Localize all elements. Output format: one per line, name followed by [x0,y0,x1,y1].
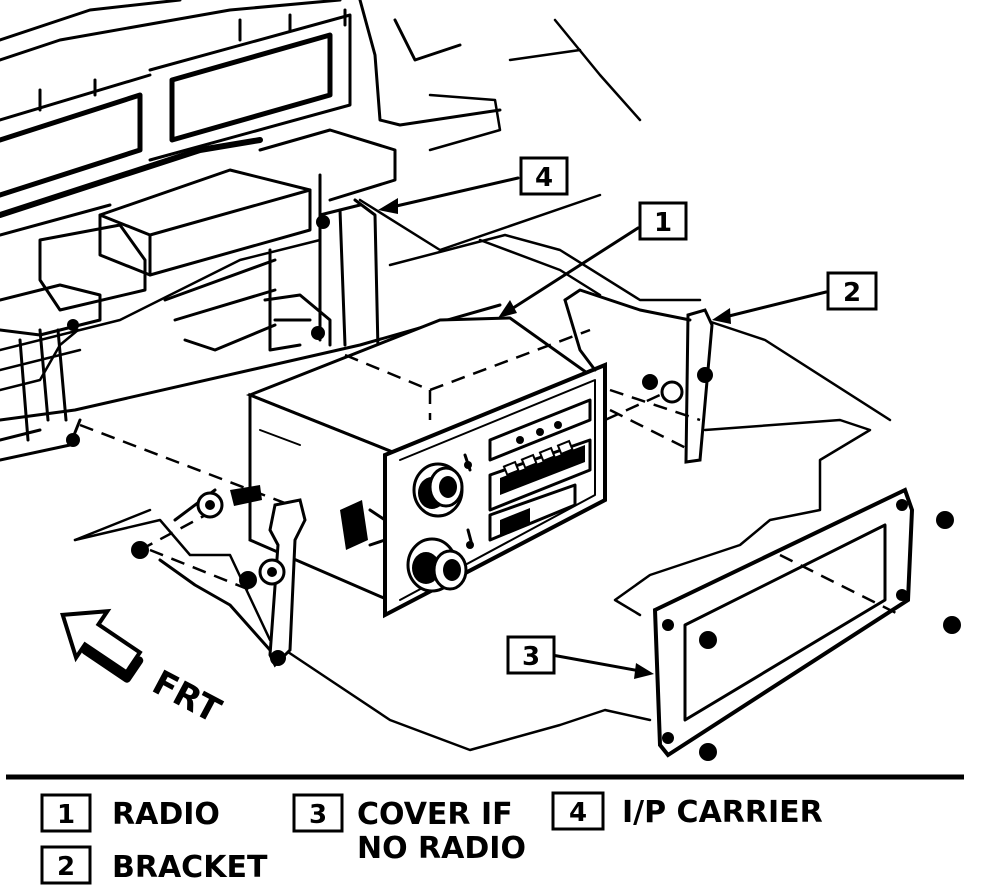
callout-number: 2 [843,278,861,308]
legend-number: 2 [57,852,75,882]
legend-label: I/P CARRIER [622,795,823,830]
callout-4: 4 [519,156,569,196]
screw-icon [699,631,717,649]
legend-label: BRACKET [112,850,268,885]
legend-label: COVER IF [357,797,513,832]
screw-icon [131,541,149,559]
callout-number: 3 [522,642,540,672]
cover-plate [652,487,961,761]
tuning-knob-icon [406,537,468,593]
legend-item-radio: 1 RADIO [40,793,220,833]
radio-unit [245,316,607,619]
legend-number: 1 [57,800,75,830]
callout-1: 1 [638,201,688,241]
screw-icon [270,650,286,666]
legend-item-cover: 3 COVER IF NO RADIO [292,793,526,866]
legend-label: RADIO [112,797,220,832]
leader-arrows [378,176,828,679]
screw-icon [943,616,961,634]
callout-3: 3 [506,635,556,675]
carrier-screw-icon [66,433,80,447]
carrier-screw-icon [67,319,79,331]
instrument-panel [0,0,702,462]
legend-item-bracket: 2 BRACKET [40,845,268,885]
carrier-screw-icon [316,215,330,229]
screw-icon [642,374,658,390]
screw-icon [699,743,717,761]
legend-item-ip-carrier: 4 I/P CARRIER [551,791,823,831]
front-label: FRT [146,663,228,732]
bracket-part [563,288,714,464]
callout-2: 2 [826,271,878,311]
front-direction-indicator: FRT [60,608,228,732]
screw-icon [239,571,257,589]
callout-number: 4 [535,163,553,193]
callout-number: 1 [654,208,672,238]
volume-knob-icon [412,462,464,518]
legend: 1 RADIO 2 BRACKET 3 COVER IF NO RADIO 4 … [40,791,823,885]
screw-icon [936,511,954,529]
legend-label-line2: NO RADIO [357,831,526,866]
left-mounting-hardware [79,423,307,668]
screw-icon [697,367,713,383]
legend-number: 4 [569,798,587,828]
nut-icon [660,380,684,404]
carrier-screw-icon [311,326,325,340]
projection-outline [73,238,892,752]
legend-number: 3 [309,800,327,830]
